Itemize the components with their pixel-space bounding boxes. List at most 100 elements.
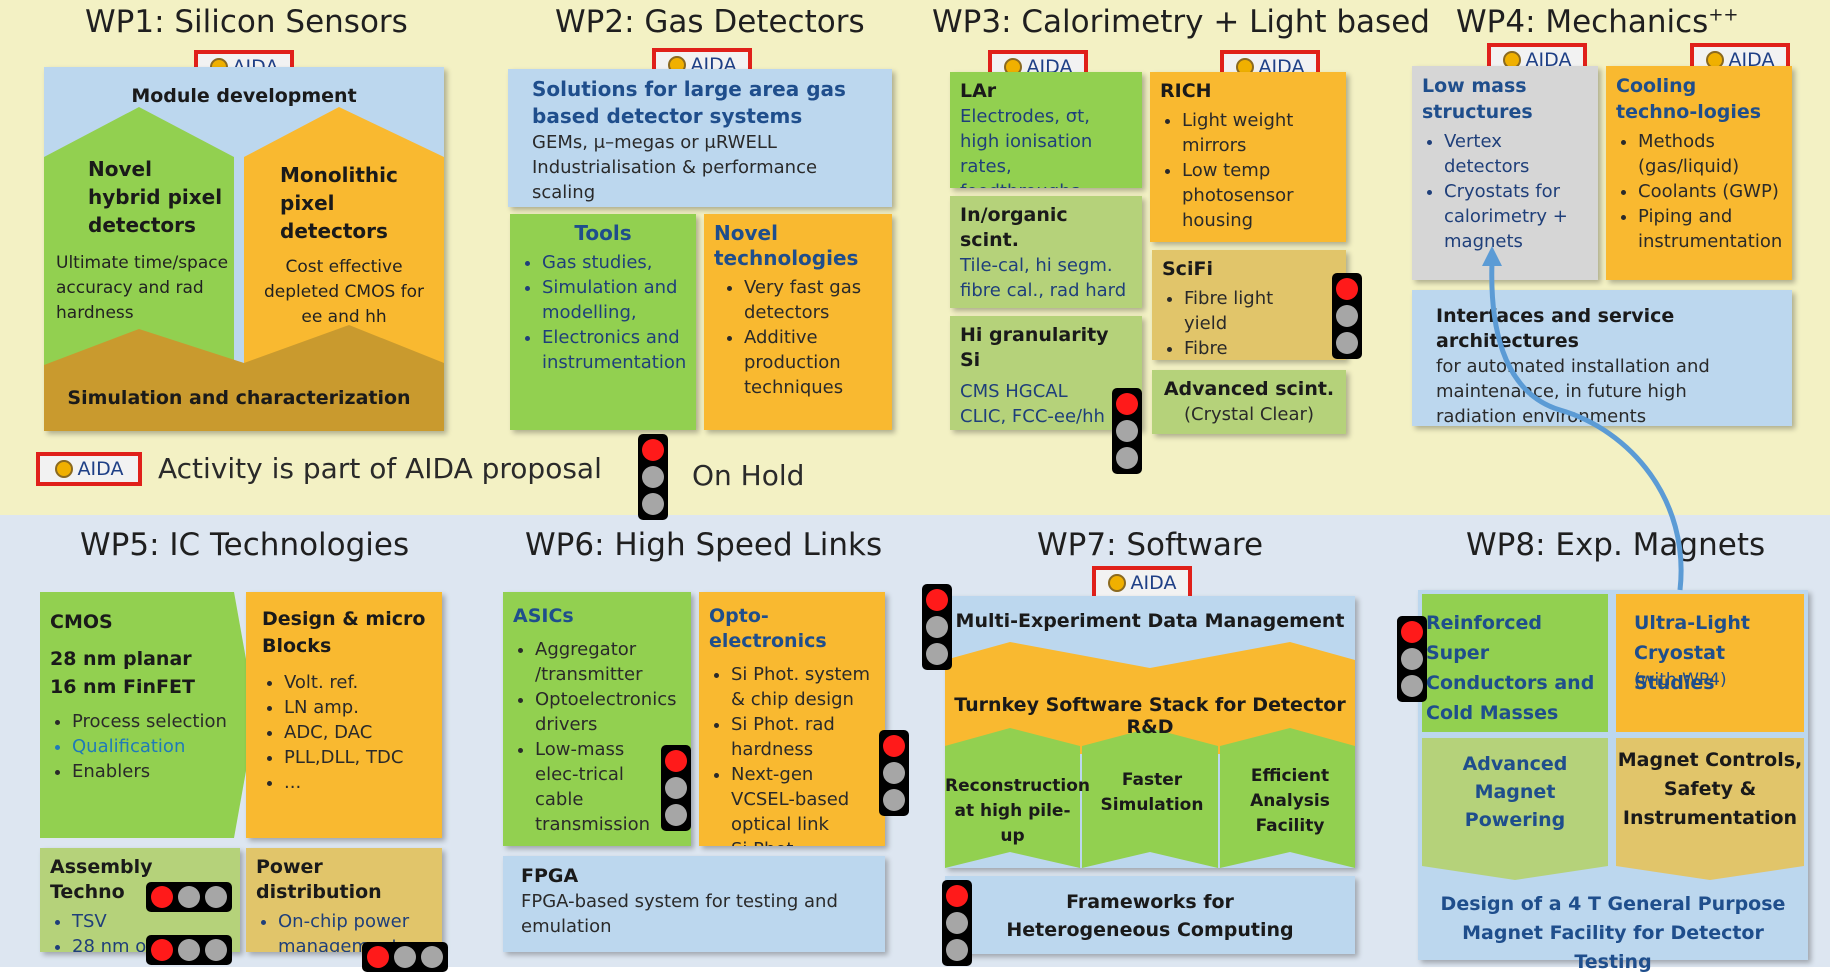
- traffic-light-icon: [1397, 616, 1427, 702]
- list-item: Volt. ref.: [284, 670, 426, 695]
- wp3-lar-title: LAr: [960, 80, 997, 102]
- wp3-scifi-box: SciFi Fibre light yield Fibre production…: [1152, 250, 1346, 360]
- wp2-tools-title: Tools: [574, 221, 632, 245]
- list-item: Coolants (GWP): [1638, 179, 1782, 204]
- traffic-light-icon: [1112, 388, 1142, 474]
- wp3-hisi-line1: CMS HGCAL: [960, 381, 1068, 402]
- wp6-opto-title: Opto-electronics: [709, 605, 827, 652]
- list-item: Process selection: [72, 709, 230, 734]
- traffic-light-icon: [661, 745, 691, 831]
- wp8-design-label: Design of a 4 T General Purpose Magnet F…: [1440, 893, 1786, 973]
- wp7-multi-label: Multi-Experiment Data Management: [955, 610, 1345, 632]
- wp3-inorg-box: In/organic scint. Tile-cal, hi segm. fib…: [950, 196, 1142, 308]
- wp4-interfaces-title: Interfaces and service architectures: [1436, 305, 1675, 352]
- list-item: Si Phot. packaging: [731, 837, 875, 846]
- wp6-fpga-text: FPGA-based system for testing and emulat…: [521, 891, 838, 937]
- list-item: Si Phot. rad hardness: [731, 712, 875, 762]
- wp1-novel-title: Novel hybrid pixel detectors: [88, 157, 223, 237]
- wp7-efficient-label: Efficient Analysis Facility: [1250, 766, 1330, 836]
- traffic-light-icon: [146, 935, 232, 965]
- wp3-adv-line2: (Crystal Clear): [1184, 404, 1314, 425]
- wp4-lowmass-title: Low mass structures: [1422, 75, 1533, 123]
- list-item: Optoelectronics drivers: [535, 687, 676, 737]
- wp5-cmos-shape: [40, 592, 256, 838]
- list-item: Very fast gas detectors: [744, 275, 882, 325]
- wp7-diagram: Multi-Experiment Data Management Turnkey…: [945, 596, 1355, 868]
- wp8-title: WP8: Exp. Magnets: [1466, 527, 1766, 563]
- list-item: Cryostats for calorimetry + magnets: [1444, 179, 1588, 254]
- list-item: Fibre production techniques: [1184, 336, 1296, 360]
- wp5-title: WP5: IC Technologies: [80, 527, 410, 563]
- list-item: Low-mass elec-trical cable transmission: [535, 737, 661, 837]
- list-item: Gas studies,: [542, 250, 686, 275]
- wp1-novel-text: Ultimate time/space accuracy and rad har…: [56, 253, 229, 323]
- wp2-title: WP2: Gas Detectors: [555, 4, 865, 40]
- list-item: TSV: [72, 909, 230, 934]
- wp4-cooling-title: Cooling techno-logies: [1616, 75, 1762, 123]
- wp7-faster-label: Faster Simulation: [1100, 770, 1204, 815]
- wp3-hisi-line2: CLIC, FCC-ee/hh: [960, 406, 1105, 427]
- wp5-power-title: Power distribution: [256, 856, 382, 903]
- wp8-ultralight-sub: (with WP4): [1634, 670, 1727, 690]
- wp8-shapes: [1418, 590, 1808, 960]
- wp5-power-box: Power distribution On-chip power managem…: [246, 848, 442, 952]
- list-item: Next-gen VCSEL-based optical link: [731, 762, 875, 837]
- wp8-adv-power-label: Advanced Magnet Powering: [1462, 753, 1568, 831]
- wp5-design-title: Design & micro Blocks: [262, 608, 426, 657]
- wp3-rich-title: RICH: [1160, 80, 1212, 102]
- wp6-title: WP6: High Speed Links: [525, 527, 883, 563]
- wp8-diagram: Reinforced Super Conductors and Cold Mas…: [1418, 590, 1808, 973]
- wp7-title: WP7: Software: [1037, 527, 1264, 563]
- wp1-diagram: Module development Novel hybrid pixel de…: [44, 67, 444, 431]
- wp8-reinforced-label: Reinforced Super Conductors and Cold Mas…: [1426, 612, 1595, 724]
- wp1-mono-text: Cost effective depleted CMOS for ee and …: [263, 257, 425, 327]
- wp1-shapes: [44, 67, 444, 431]
- wp1-sim-label: Simulation and characterization: [67, 387, 411, 409]
- wp7-turnkey-label: Turnkey Software Stack for Detector R&D: [954, 694, 1346, 738]
- wp8-ultralight-title: Ultra-Light Cryostat Studies: [1634, 612, 1750, 694]
- traffic-light-icon: [362, 942, 448, 972]
- wp4-title: WP4: Mechanics++: [1456, 4, 1739, 40]
- list-item: PLL,DLL, TDC: [284, 745, 426, 770]
- list-item: Qualification: [72, 734, 230, 759]
- wp2-tools-box: Tools Gas studies, Simulation and modell…: [510, 214, 696, 430]
- aida-logo-icon: [54, 460, 73, 478]
- legend-traffic-light-icon: [638, 434, 668, 520]
- list-item: Methods (gas/liquid): [1638, 129, 1782, 179]
- legend-aida-text: Activity is part of AIDA proposal: [158, 452, 602, 485]
- list-item: Si Phot. system & chip design: [731, 662, 875, 712]
- list-item: Additive production techniques: [744, 325, 882, 400]
- list-item: ...: [284, 770, 426, 795]
- list-item: Vertex detectors: [1444, 129, 1588, 179]
- wp6-asics-title: ASICs: [513, 605, 574, 627]
- list-item: Simulation and modelling,: [542, 275, 686, 325]
- wp3-inorg-title: In/organic scint.: [960, 204, 1068, 251]
- aida-logo-icon: [1107, 574, 1126, 592]
- wp2-novel-box: Novel technologies Very fast gas detecto…: [704, 214, 892, 430]
- wp5-assembly-title: Assembly Techno: [50, 856, 153, 903]
- wp1-title: WP1: Silicon Sensors: [85, 4, 408, 40]
- aida-badge: AIDA: [1092, 566, 1192, 600]
- wp4-interfaces-box: Interfaces and service architectures for…: [1412, 290, 1792, 426]
- list-item: Light weight mirrors: [1182, 108, 1336, 158]
- wp3-adv-box: Advanced scint. (Crystal Clear): [1152, 370, 1346, 434]
- wp7-reco-label: Reconstruction at high pile-up: [945, 776, 1091, 846]
- traffic-light-icon: [922, 584, 952, 670]
- wp4-lowmass-box: Low mass structures Vertex detectors Cry…: [1412, 66, 1598, 280]
- wp8-controls-label: Magnet Controls, Safety & Instrumentatio…: [1617, 749, 1803, 829]
- wp3-lar-text: Electrodes, σt, high ionisation rates, f…: [960, 106, 1093, 188]
- wp5-design-box: Design & micro Blocks Volt. ref. LN amp.…: [246, 592, 442, 838]
- wp7-frameworks-label: Frameworks for Heterogeneous Computing: [1006, 891, 1294, 941]
- wp7-frameworks-box: Frameworks for Heterogeneous Computing: [945, 876, 1355, 954]
- traffic-light-icon: [1332, 273, 1362, 359]
- traffic-light-icon: [942, 880, 972, 966]
- wp1-mono-title: Monolithic pixel detectors: [280, 163, 398, 243]
- wp7-shapes: [945, 642, 1355, 868]
- wp6-asics-box: ASICs Aggregator /transmitter Optoelectr…: [503, 592, 691, 846]
- wp2-novel-title: Novel technologies: [714, 221, 859, 270]
- wp1-module-label: Module development: [131, 85, 357, 107]
- wp5-cmos-box: CMOS 28 nm planar 16 nm FinFET Process s…: [40, 592, 240, 838]
- wp6-fpga-box: FPGA FPGA-based system for testing and e…: [503, 856, 885, 952]
- traffic-light-icon: [879, 730, 909, 816]
- legend-hold-text: On Hold: [692, 459, 805, 492]
